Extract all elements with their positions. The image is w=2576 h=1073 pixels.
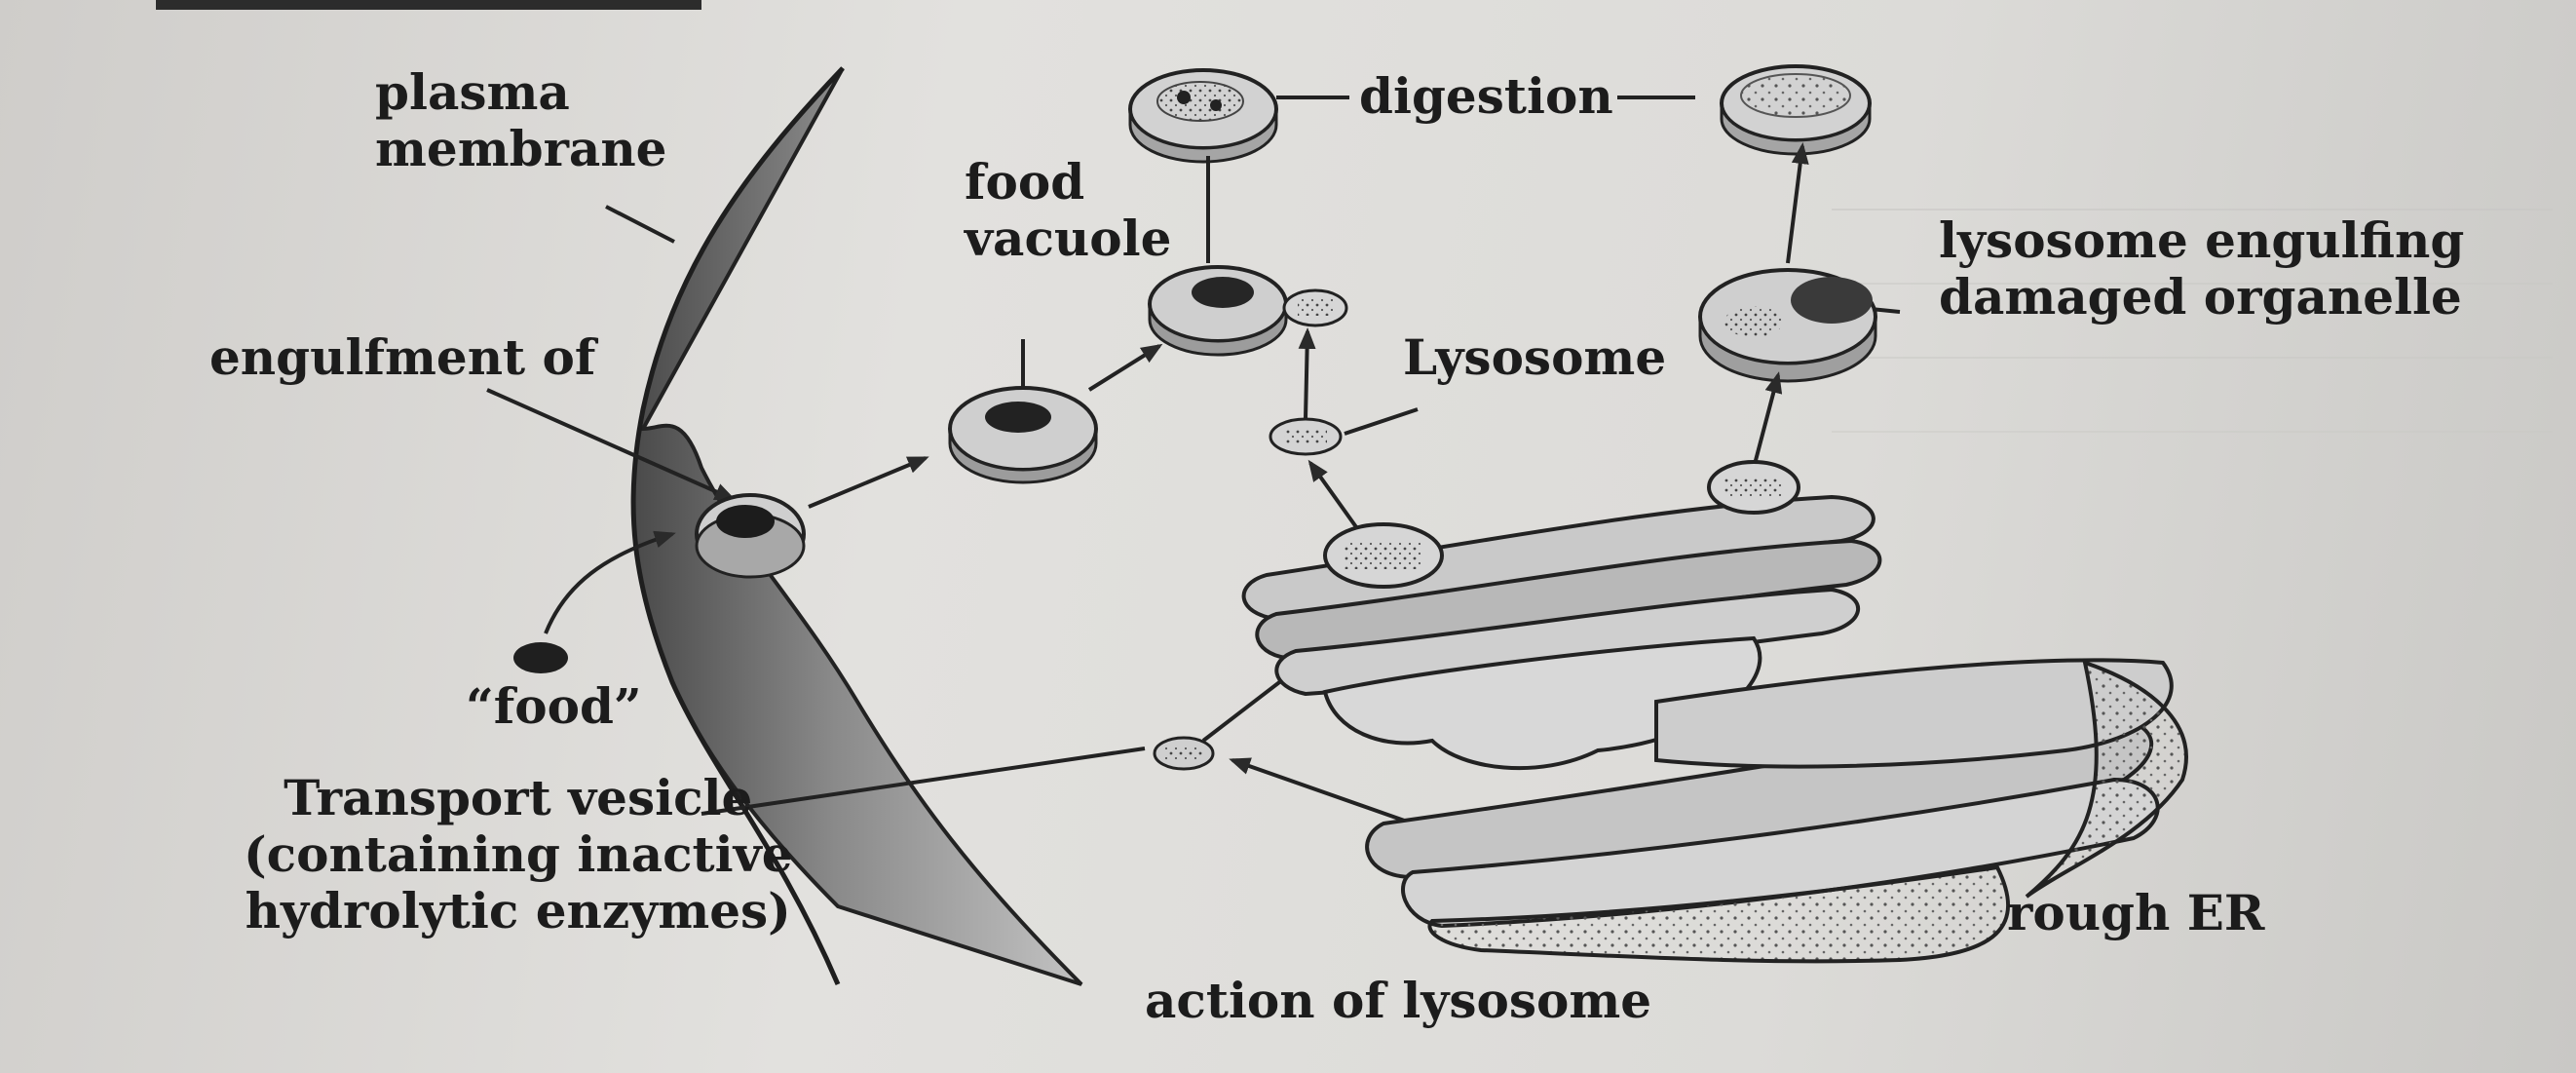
label-lysosome-engulfing: lysosome engulfing damaged organelle: [1939, 212, 2464, 326]
rough-er: [1365, 658, 2188, 964]
phagosome: [695, 493, 806, 579]
transport-vesicle: [1153, 736, 1215, 771]
label-lysosome-engulfing-line1: lysosome engulfing: [1939, 211, 2465, 269]
label-lysosome-text: Lysosome: [1403, 328, 1667, 386]
label-food-vacuole-line1: food: [965, 153, 1085, 211]
food-vacuole-2: [1148, 265, 1348, 357]
label-transport-vesicle: Transport vesicle (containing inactive h…: [244, 770, 793, 939]
label-plasma-membrane-line2: membrane: [375, 120, 667, 177]
lysosome-engulfing-organelle: [1698, 268, 1877, 383]
label-transport-vesicle-line1: Transport vesicle: [284, 769, 753, 826]
label-transport-vesicle-line2: (containing inactive: [244, 825, 793, 883]
diagram-caption: action of lysosome: [1145, 973, 1651, 1029]
label-rough-er-text: rough ER: [2007, 884, 2265, 941]
label-pointer-lines: [486, 96, 1901, 816]
food-vacuole-1: [948, 386, 1098, 484]
food-particle: [513, 642, 568, 673]
label-digestion-text: digestion: [1359, 67, 1613, 125]
label-transport-vesicle-line3: hydrolytic enzymes): [245, 882, 791, 939]
label-food-vacuole-line2: vacuole: [965, 210, 1172, 267]
label-lysosome: Lysosome: [1403, 329, 1666, 386]
label-food: “food”: [466, 678, 642, 735]
page-top-strip: [156, 0, 701, 10]
background-text-decor: [1832, 146, 2553, 731]
label-digestion: digestion: [1359, 68, 1613, 125]
label-engulfment-of-text: engulfment of: [209, 328, 596, 386]
diagram-caption-text: action of lysosome: [1145, 972, 1652, 1029]
lysosome: [1269, 417, 1343, 456]
digestion-vacuole-2: [1720, 64, 1872, 156]
label-plasma-membrane-line1: plasma: [375, 63, 570, 121]
digestion-vacuole-1: [1128, 68, 1278, 164]
label-food-text: “food”: [466, 677, 642, 735]
label-plasma-membrane: plasma membrane: [375, 64, 667, 177]
golgi-apparatus: [1241, 460, 1882, 771]
label-food-vacuole: food vacuole: [965, 154, 1171, 267]
label-rough-er: rough ER: [2007, 885, 2264, 941]
label-lysosome-engulfing-line2: damaged organelle: [1939, 268, 2462, 326]
label-engulfment-of: engulfment of: [209, 329, 595, 386]
